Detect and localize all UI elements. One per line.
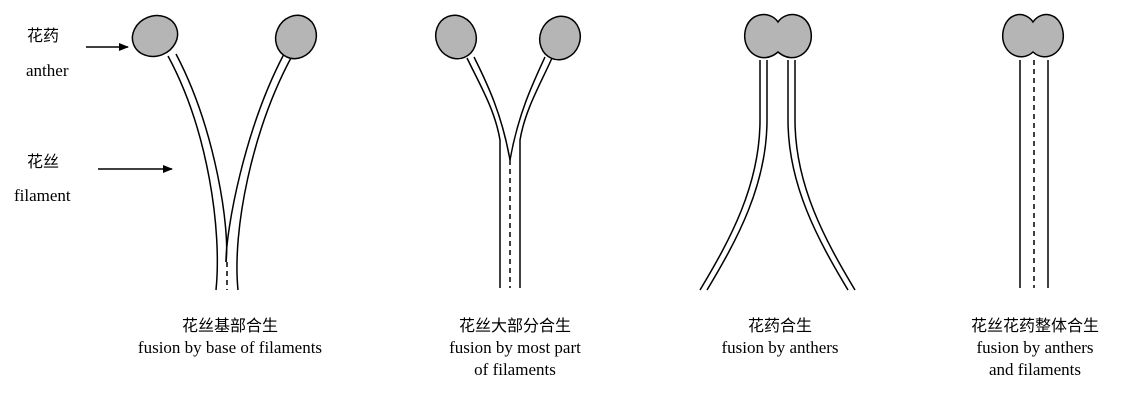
caption-en-line: fusion by anthers [940, 337, 1130, 359]
filament-right-outer [788, 60, 848, 290]
filament-left-inner [707, 60, 767, 290]
caption-most-fusion: 花丝大部分合生 fusion by most part of filaments [400, 315, 630, 381]
anther-right [269, 9, 324, 66]
caption-anther-fusion: 花药合生 fusion by anthers [680, 315, 880, 359]
filament-label-cn: 花丝 [27, 151, 59, 173]
caption-en-line: fusion by most part [400, 337, 630, 359]
caption-cn: 花丝花药整体合生 [940, 315, 1130, 337]
stamen-most-fusion [429, 9, 587, 288]
filament-right-inner [226, 54, 284, 262]
anther-left [126, 9, 184, 63]
anther-left [429, 9, 483, 65]
anther-label-en: anther [26, 60, 68, 82]
caption-cn: 花丝大部分合生 [400, 315, 630, 337]
filament-right-inner [510, 57, 545, 160]
filament-right-outer [520, 58, 552, 288]
filament-label-en: filament [14, 185, 71, 207]
filament-left-outer [700, 60, 760, 290]
caption-en-line: and filaments [940, 359, 1130, 381]
stamen-anther-fusion [700, 15, 855, 290]
fused-anthers [1003, 15, 1064, 57]
caption-complete-fusion: 花丝花药整体合生 fusion by anthers and filaments [940, 315, 1130, 381]
caption-en-line: fusion by base of filaments [105, 337, 355, 359]
caption-cn: 花药合生 [680, 315, 880, 337]
caption-cn: 花丝基部合生 [105, 315, 355, 337]
fused-anthers [745, 15, 812, 58]
anther-label-cn: 花药 [27, 25, 59, 47]
filament-right-inner [795, 60, 855, 290]
caption-en-line: of filaments [400, 359, 630, 381]
caption-en-line: fusion by anthers [680, 337, 880, 359]
caption-base-fusion: 花丝基部合生 fusion by base of filaments [105, 315, 355, 359]
filament-left-inner [176, 54, 227, 262]
filament-right-outer [237, 56, 292, 290]
stamen-base-fusion [86, 9, 323, 290]
filament-left-outer [467, 58, 500, 288]
anther-right [533, 10, 587, 66]
stamen-complete-fusion [1003, 15, 1064, 288]
filament-left-inner [474, 57, 510, 160]
